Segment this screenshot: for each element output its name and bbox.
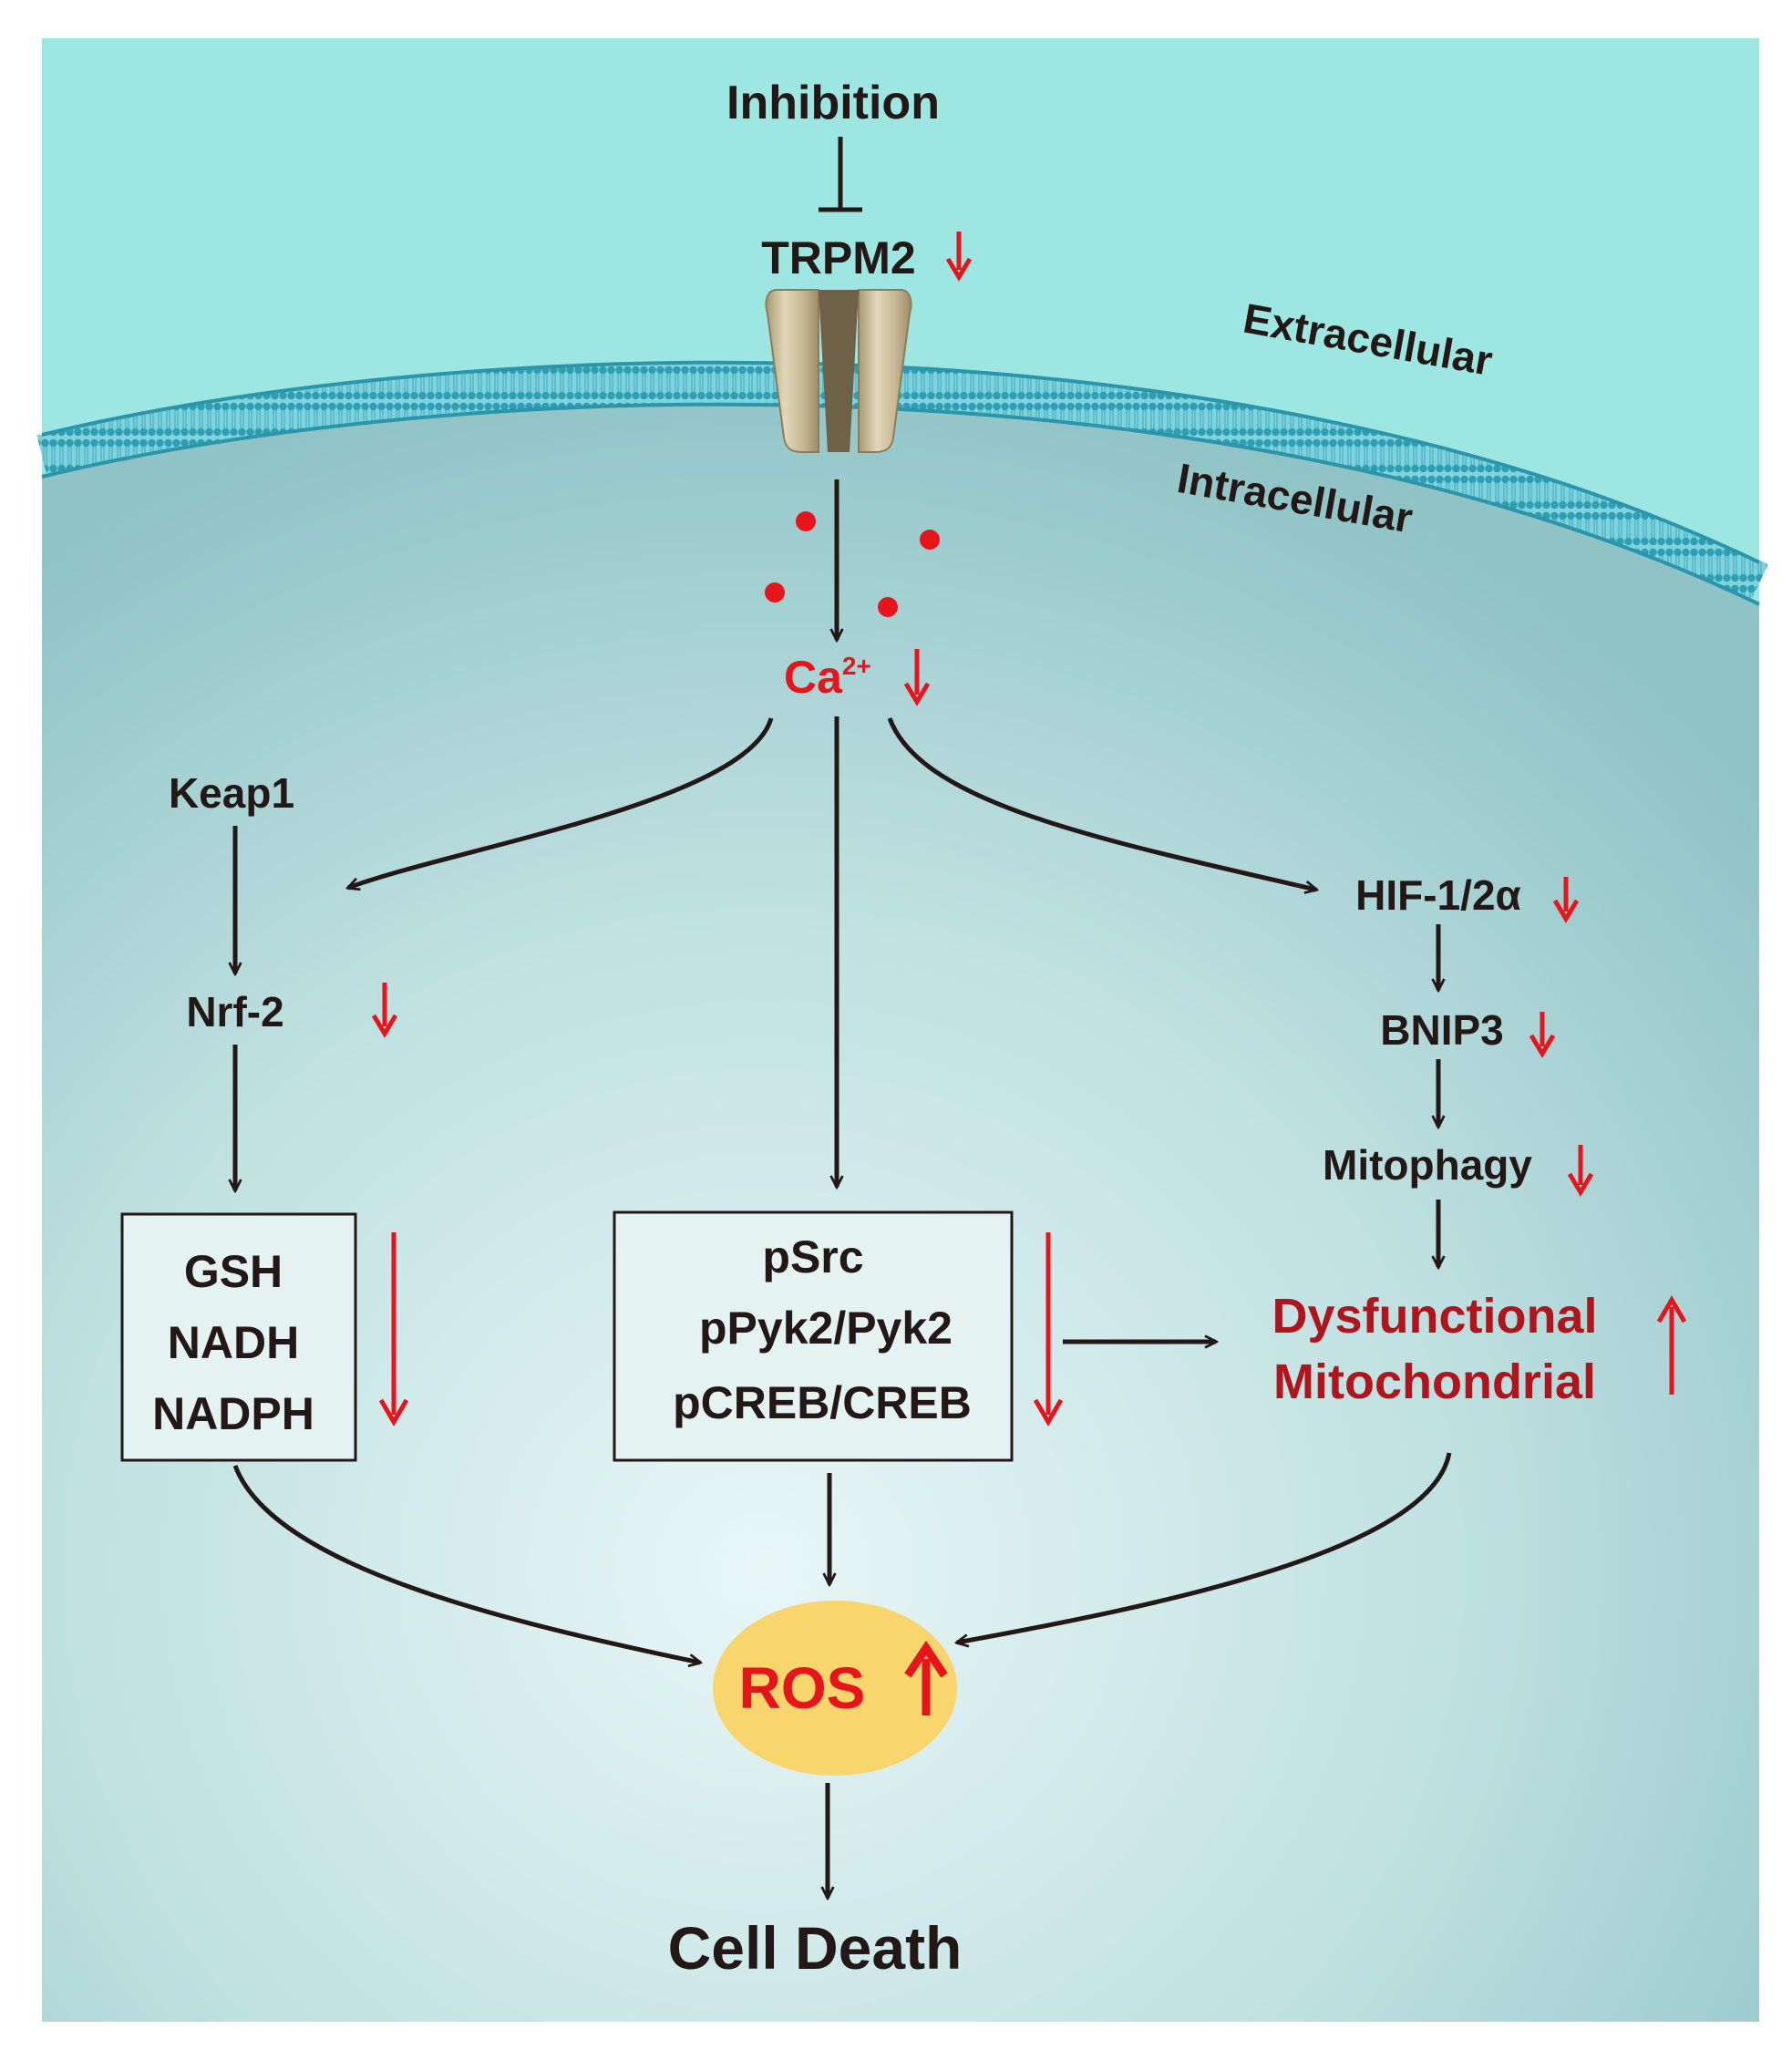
dysfunctional-label: Dysfunctional <box>1272 1289 1597 1344</box>
arrow-calcium-to-left <box>348 717 774 888</box>
red-down-arrow-icon <box>1033 1232 1064 1427</box>
arrow-calcium-to-hif <box>887 717 1316 890</box>
antioxidant-item: NADPH <box>152 1388 314 1439</box>
membrane-outer-edge <box>41 360 1760 564</box>
red-down-arrow-icon <box>1567 1145 1594 1197</box>
bnip3-label: BNIP3 <box>1380 1006 1503 1054</box>
kinase-item: pSrc <box>762 1231 863 1282</box>
antioxidant-box: GSH NADH NADPH <box>120 1212 357 1462</box>
red-down-arrow-icon <box>945 232 973 282</box>
red-down-arrow-icon <box>378 1232 409 1427</box>
nrf2-label: Nrf-2 <box>186 988 283 1035</box>
inhibition-label: Inhibition <box>726 77 940 129</box>
kinase-item: pCREB/CREB <box>673 1377 972 1428</box>
kinase-box: pSrc pPyk2/Pyk2 pCREB/CREB <box>613 1210 1014 1462</box>
red-up-arrow-icon <box>904 1640 948 1715</box>
keap1-label: Keap1 <box>169 769 294 817</box>
cell-membrane <box>36 362 1768 603</box>
cell-death-label: Cell Death <box>668 1914 963 1982</box>
mitochondrial-label: Mitochondrial <box>1273 1354 1596 1409</box>
red-down-arrow-icon <box>1529 1012 1556 1058</box>
calcium-label: Ca2+ <box>784 652 871 703</box>
red-down-arrow-icon <box>1552 877 1580 923</box>
calcium-ion-dots <box>765 511 940 617</box>
hif-label: HIF-1/2α <box>1355 871 1521 919</box>
arrow-mitochondria-to-ros <box>957 1452 1452 1643</box>
mitophagy-label: Mitophagy <box>1323 1141 1532 1189</box>
ion-channel-icon <box>765 289 912 453</box>
red-up-arrow-icon <box>1656 1295 1687 1395</box>
ros-ellipse <box>713 1601 957 1776</box>
red-down-arrow-icon <box>903 649 931 706</box>
trpm2-label: TRPM2 <box>761 232 915 283</box>
kinase-item: pPyk2/Pyk2 <box>699 1303 953 1354</box>
antioxidant-item: GSH <box>184 1246 283 1297</box>
arrow-antioxidants-to-ros <box>232 1465 700 1663</box>
red-down-arrow-icon <box>371 983 398 1038</box>
membrane-inner-edge <box>41 402 1760 606</box>
ros-label: ROS <box>739 1655 866 1721</box>
antioxidant-item: NADH <box>168 1317 299 1368</box>
